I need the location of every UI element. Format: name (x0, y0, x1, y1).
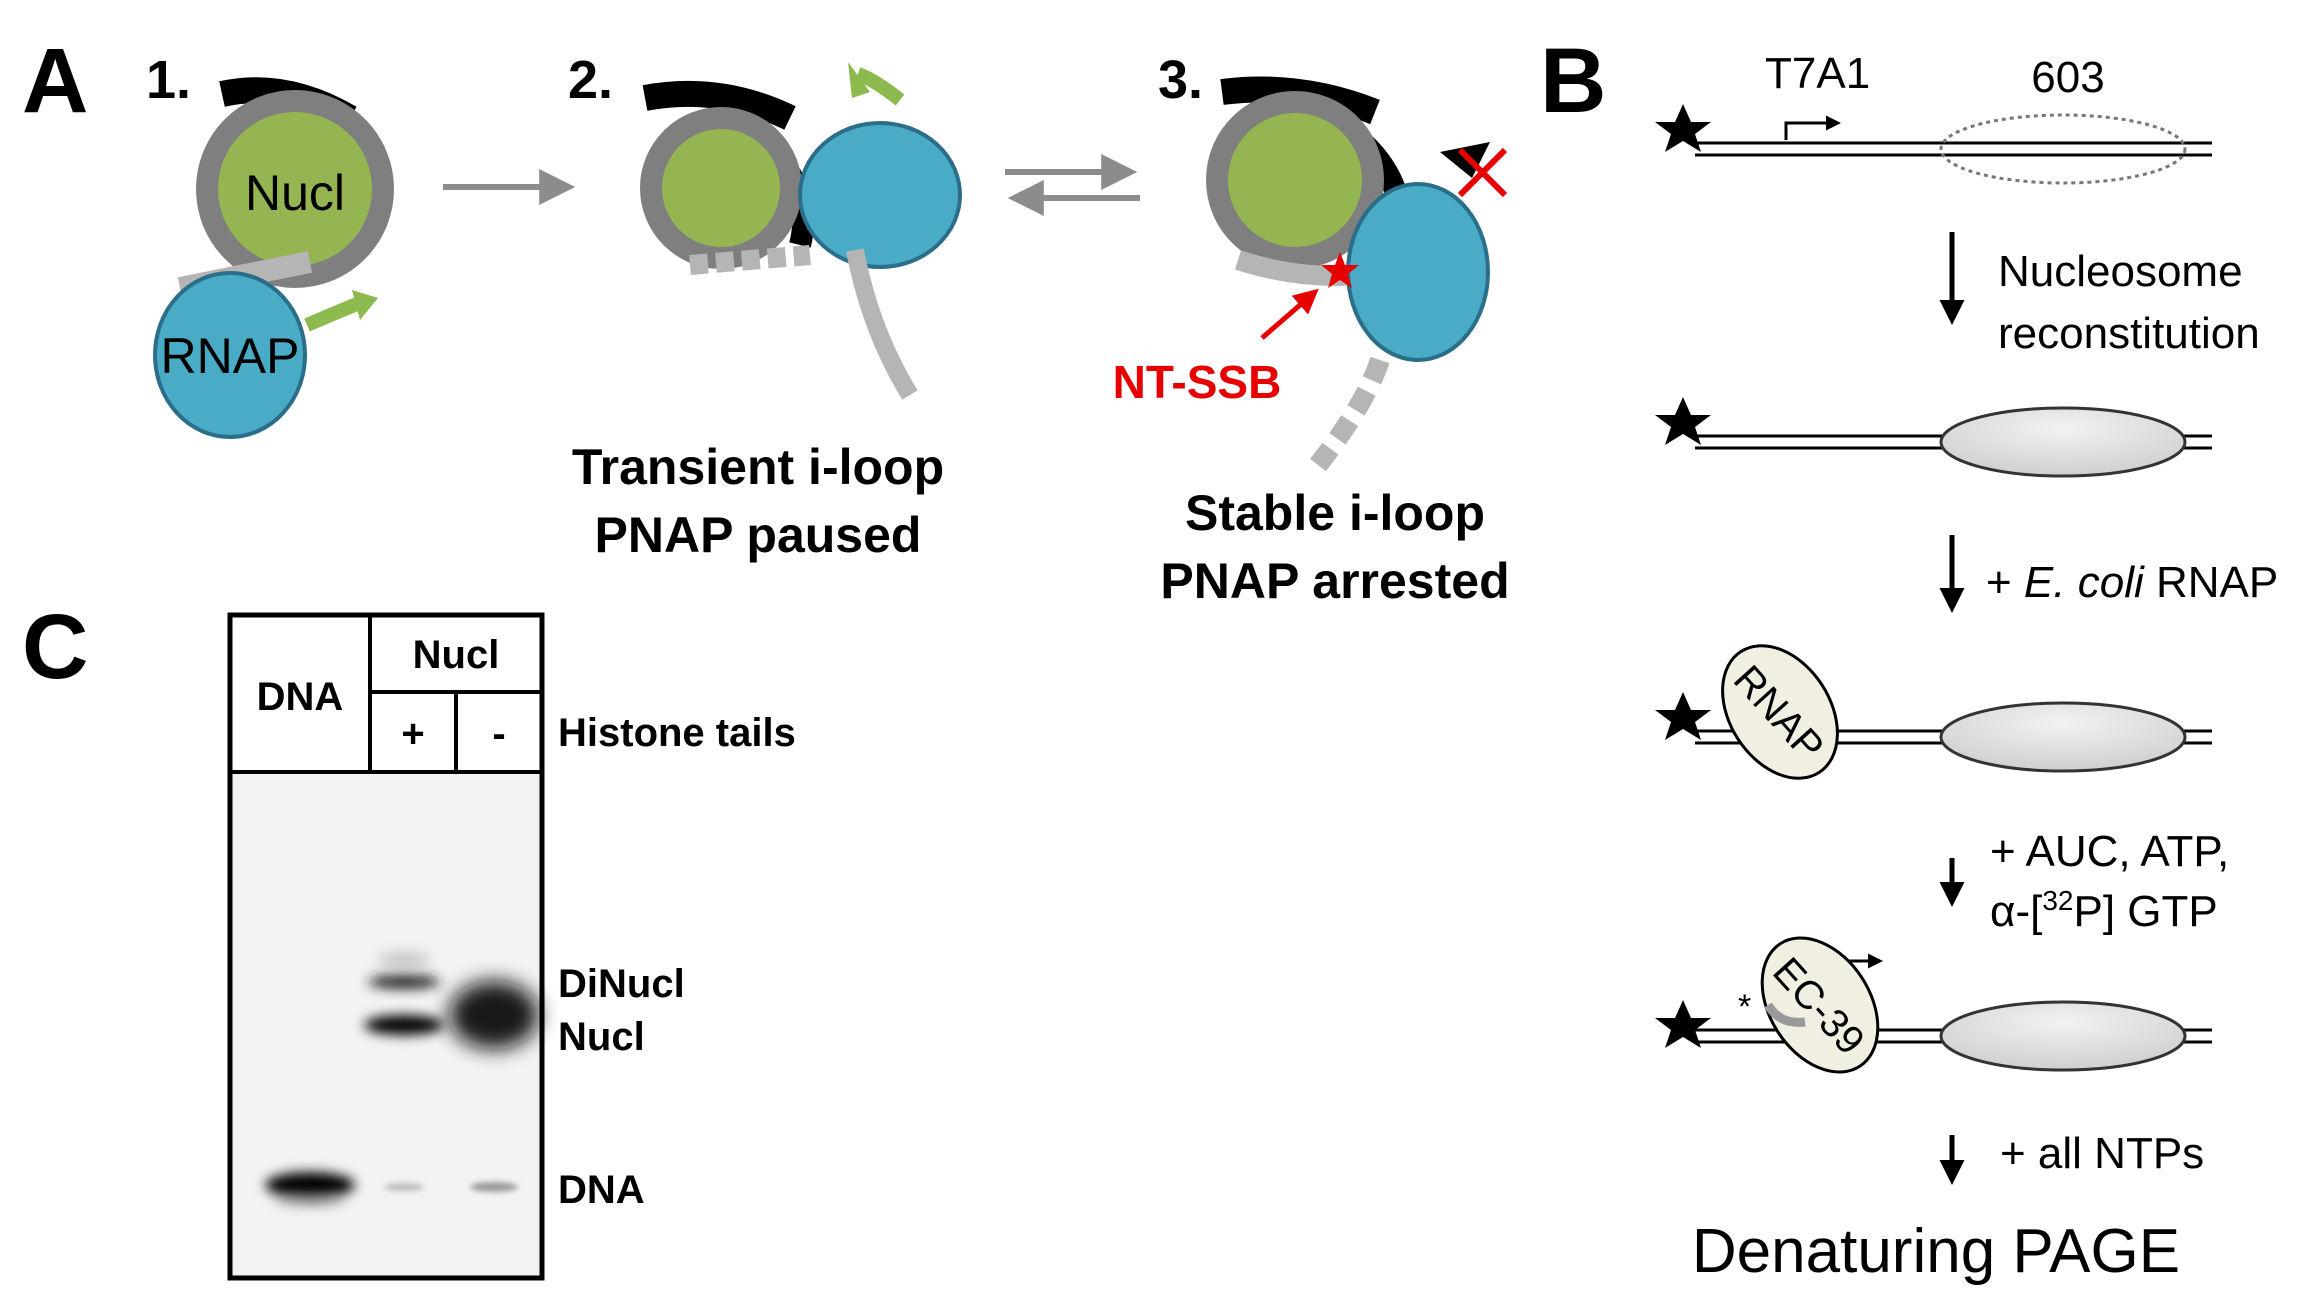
step-2: 2. Transient i-loop PNAP paused (568, 50, 962, 563)
step-3-number: 3. (1158, 50, 1203, 110)
step-1: 1. Nucl RNAP (146, 50, 394, 439)
label-star-1 (1655, 104, 1711, 152)
panel-c: C DNA Nucl + - Histone tails DiNucl Nucl… (22, 596, 796, 1281)
label-star-4 (1655, 1000, 1711, 1048)
step-1-nucl-label: Nucl (245, 165, 345, 221)
panel-a: A 1. Nucl RNAP 2. Transient i-loop (22, 30, 1510, 609)
lane-label-minus: - (492, 712, 505, 756)
band-dinucl-lane2 (368, 975, 440, 989)
band-nucl-lane3 (449, 981, 539, 1049)
ec39-ellipse (1760, 936, 1880, 1074)
step-b2-prefix: + (1986, 558, 2024, 607)
rnap-ellipse (1721, 644, 1839, 780)
equilibrium-arrows (1005, 154, 1140, 216)
step-b3-suffix: P] GTP (2073, 887, 2217, 936)
col-header-nucl: Nucl (413, 633, 500, 677)
step-3: 3. NT-SSB Stable i-loop PNAP arrested (1113, 50, 1510, 609)
nucleosome-ellipse-4 (1939, 1000, 2187, 1072)
panel-c-label: C (22, 596, 88, 698)
row-label-histone-tails: Histone tails (558, 711, 796, 755)
step-2-rna-arrow (855, 67, 905, 106)
panel-b-label: B (1540, 30, 1606, 132)
band-label-nucl: Nucl (558, 1015, 645, 1059)
step-3-rnap (1346, 182, 1490, 362)
step-2-rnap (798, 121, 962, 269)
positioning-sequence-outline (1939, 113, 2187, 185)
step-b1-line2: reconstitution (1998, 309, 2260, 358)
step-b2-suffix: RNAP (2144, 558, 2278, 607)
step-1-rna-arrowhead (352, 290, 378, 320)
step-b3-line2: α-[32P] GTP (1990, 885, 2218, 936)
final-readout: Denaturing PAGE (1692, 1217, 2180, 1286)
band-dna-lane1-trail (275, 1194, 345, 1206)
step-b4: + all NTPs (2000, 1129, 2204, 1178)
step-3-dna-tail (1310, 356, 1390, 472)
promoter-arrow (1784, 115, 1841, 140)
label-star-2 (1655, 397, 1711, 445)
step-b3-prefix: α-[ (1990, 887, 2042, 936)
construct-dna-template: T7A1 603 (1655, 49, 2212, 185)
step-3-nucleosome (1206, 91, 1384, 269)
step-1-nucleosome (196, 90, 394, 288)
nucleosome-ellipse-2 (1939, 406, 2187, 478)
label-star-3 (1655, 692, 1711, 740)
step-1-rnap-label: RNAP (161, 328, 300, 384)
positioning-label: 603 (2031, 53, 2104, 102)
step-3-caption-line1: Stable i-loop (1185, 485, 1485, 541)
band-nucl-lane2 (364, 1015, 444, 1035)
panel-b: B T7A1 603 Nucleosome reconstitution + E… (1540, 30, 2278, 1286)
step-1-number: 1. (146, 50, 191, 110)
step-2-caption-line1: Transient i-loop (572, 439, 944, 495)
step-b3-line1: + AUC, ATP, (1990, 827, 2229, 876)
band-dna-lane1 (265, 1172, 355, 1198)
step-3-caption-line2: PNAP arrested (1160, 553, 1509, 609)
step-1-rnap (153, 271, 307, 439)
step-b2-line: + E. coli RNAP (1986, 558, 2278, 607)
step-b3-sup: 32 (2042, 885, 2073, 916)
construct-ec39: EC-39 * (1655, 936, 2212, 1074)
ntssb-pointer-arrow (1260, 288, 1319, 340)
step-3-dna-black-tip (1440, 142, 1490, 178)
step-2-dna-loop (689, 245, 811, 275)
step-1-rna-arrow (304, 295, 365, 332)
step-2-rna-arrowhead (848, 62, 870, 98)
gel-frame (227, 612, 545, 1281)
blocked-rna-cross (1457, 147, 1508, 198)
ntssb-label: NT-SSB (1113, 356, 1282, 408)
lane-label-plus: + (401, 712, 424, 756)
step-2-number: 2. (568, 50, 613, 110)
step-b2-italic: E. coli (2024, 558, 2145, 607)
rna-label-asterisk-icon: * (1738, 988, 1751, 1026)
construct-rnap-bound: RNAP (1655, 644, 2212, 780)
band-faint-dna-lane2 (384, 1183, 424, 1191)
construct-nucleosome (1655, 397, 2212, 478)
band-label-dinucl: DiNucl (558, 962, 685, 1006)
nascent-rna (1764, 1002, 1806, 1027)
step-2-nucleosome (640, 107, 802, 269)
promoter-label: T7A1 (1765, 49, 1870, 98)
band-label-dna: DNA (558, 1168, 645, 1212)
ntssb-star (1321, 252, 1359, 288)
step-2-dna-tail (846, 248, 918, 400)
col-header-dna: DNA (257, 675, 344, 719)
nucleosome-ellipse-3 (1939, 701, 2187, 773)
band-smear-lane2 (378, 952, 430, 968)
step-2-dna-black-end (642, 80, 796, 130)
panel-a-label: A (22, 30, 88, 132)
step-b1-line1: Nucleosome (1998, 247, 2243, 296)
band-faint-dna-lane3 (470, 1182, 518, 1192)
step-2-caption-line2: PNAP paused (595, 507, 922, 563)
